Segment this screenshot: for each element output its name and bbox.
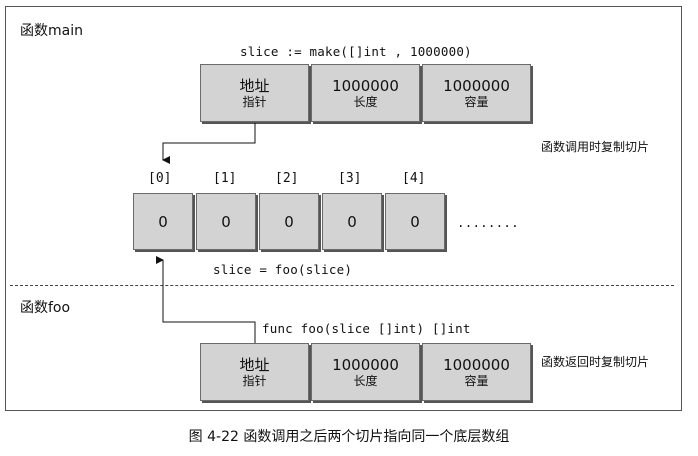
foo-section-label: 函数foo [20,300,71,316]
foo-len-box: 1000000 长度 [311,343,420,401]
main-cap-sublabel: 容量 [464,94,489,109]
main-ptr-box: 地址 指针 [200,64,309,122]
foo-ptr-label: 地址 [239,355,270,374]
foo-ptr-sublabel: 指针 [242,373,267,388]
array-index-4: [4] [402,171,426,186]
foo-cap-value: 1000000 [443,355,510,374]
foo-pointer-arrow [156,256,256,343]
array-cell-4: 0 [385,193,445,250]
foo-len-value: 1000000 [332,355,399,374]
call-statement: slice = foo(slice) [213,262,353,277]
copy-on-call-note: 函数调用时复制切片 [541,140,650,154]
foo-cap-sublabel: 容量 [464,373,489,388]
main-cap-value: 1000000 [443,76,510,95]
copy-on-return-note: 函数返回时复制切片 [541,355,650,369]
array-cell-2: 0 [259,193,319,250]
array-index-2: [2] [275,171,299,186]
array-index-0: [0] [148,171,172,186]
figure-caption: 图 4-22 函数调用之后两个切片指向同一个底层数组 [188,429,510,445]
diagram-frame [5,6,682,411]
array-cell-0: 0 [133,193,193,250]
main-section-label: 函数main [20,23,83,39]
make-statement: slice := make([]int , 1000000) [240,44,472,59]
main-ptr-sublabel: 指针 [242,94,267,109]
main-pointer-arrow [162,123,256,164]
main-cap-box: 1000000 容量 [422,64,531,122]
array-cell-1: 0 [196,193,256,250]
array-index-1: [1] [213,171,237,186]
array-index-3: [3] [338,171,362,186]
foo-cap-box: 1000000 容量 [422,343,531,401]
array-ellipsis: ........ [457,215,519,230]
main-len-value: 1000000 [332,76,399,95]
foo-len-sublabel: 长度 [353,373,378,388]
foo-ptr-box: 地址 指针 [200,343,309,401]
main-ptr-label: 地址 [239,76,270,95]
array-cell-3: 0 [322,193,382,250]
foo-signature: func foo(slice []int) []int [262,321,471,336]
main-len-box: 1000000 长度 [311,64,420,122]
main-len-sublabel: 长度 [353,94,378,109]
section-divider [10,285,674,286]
